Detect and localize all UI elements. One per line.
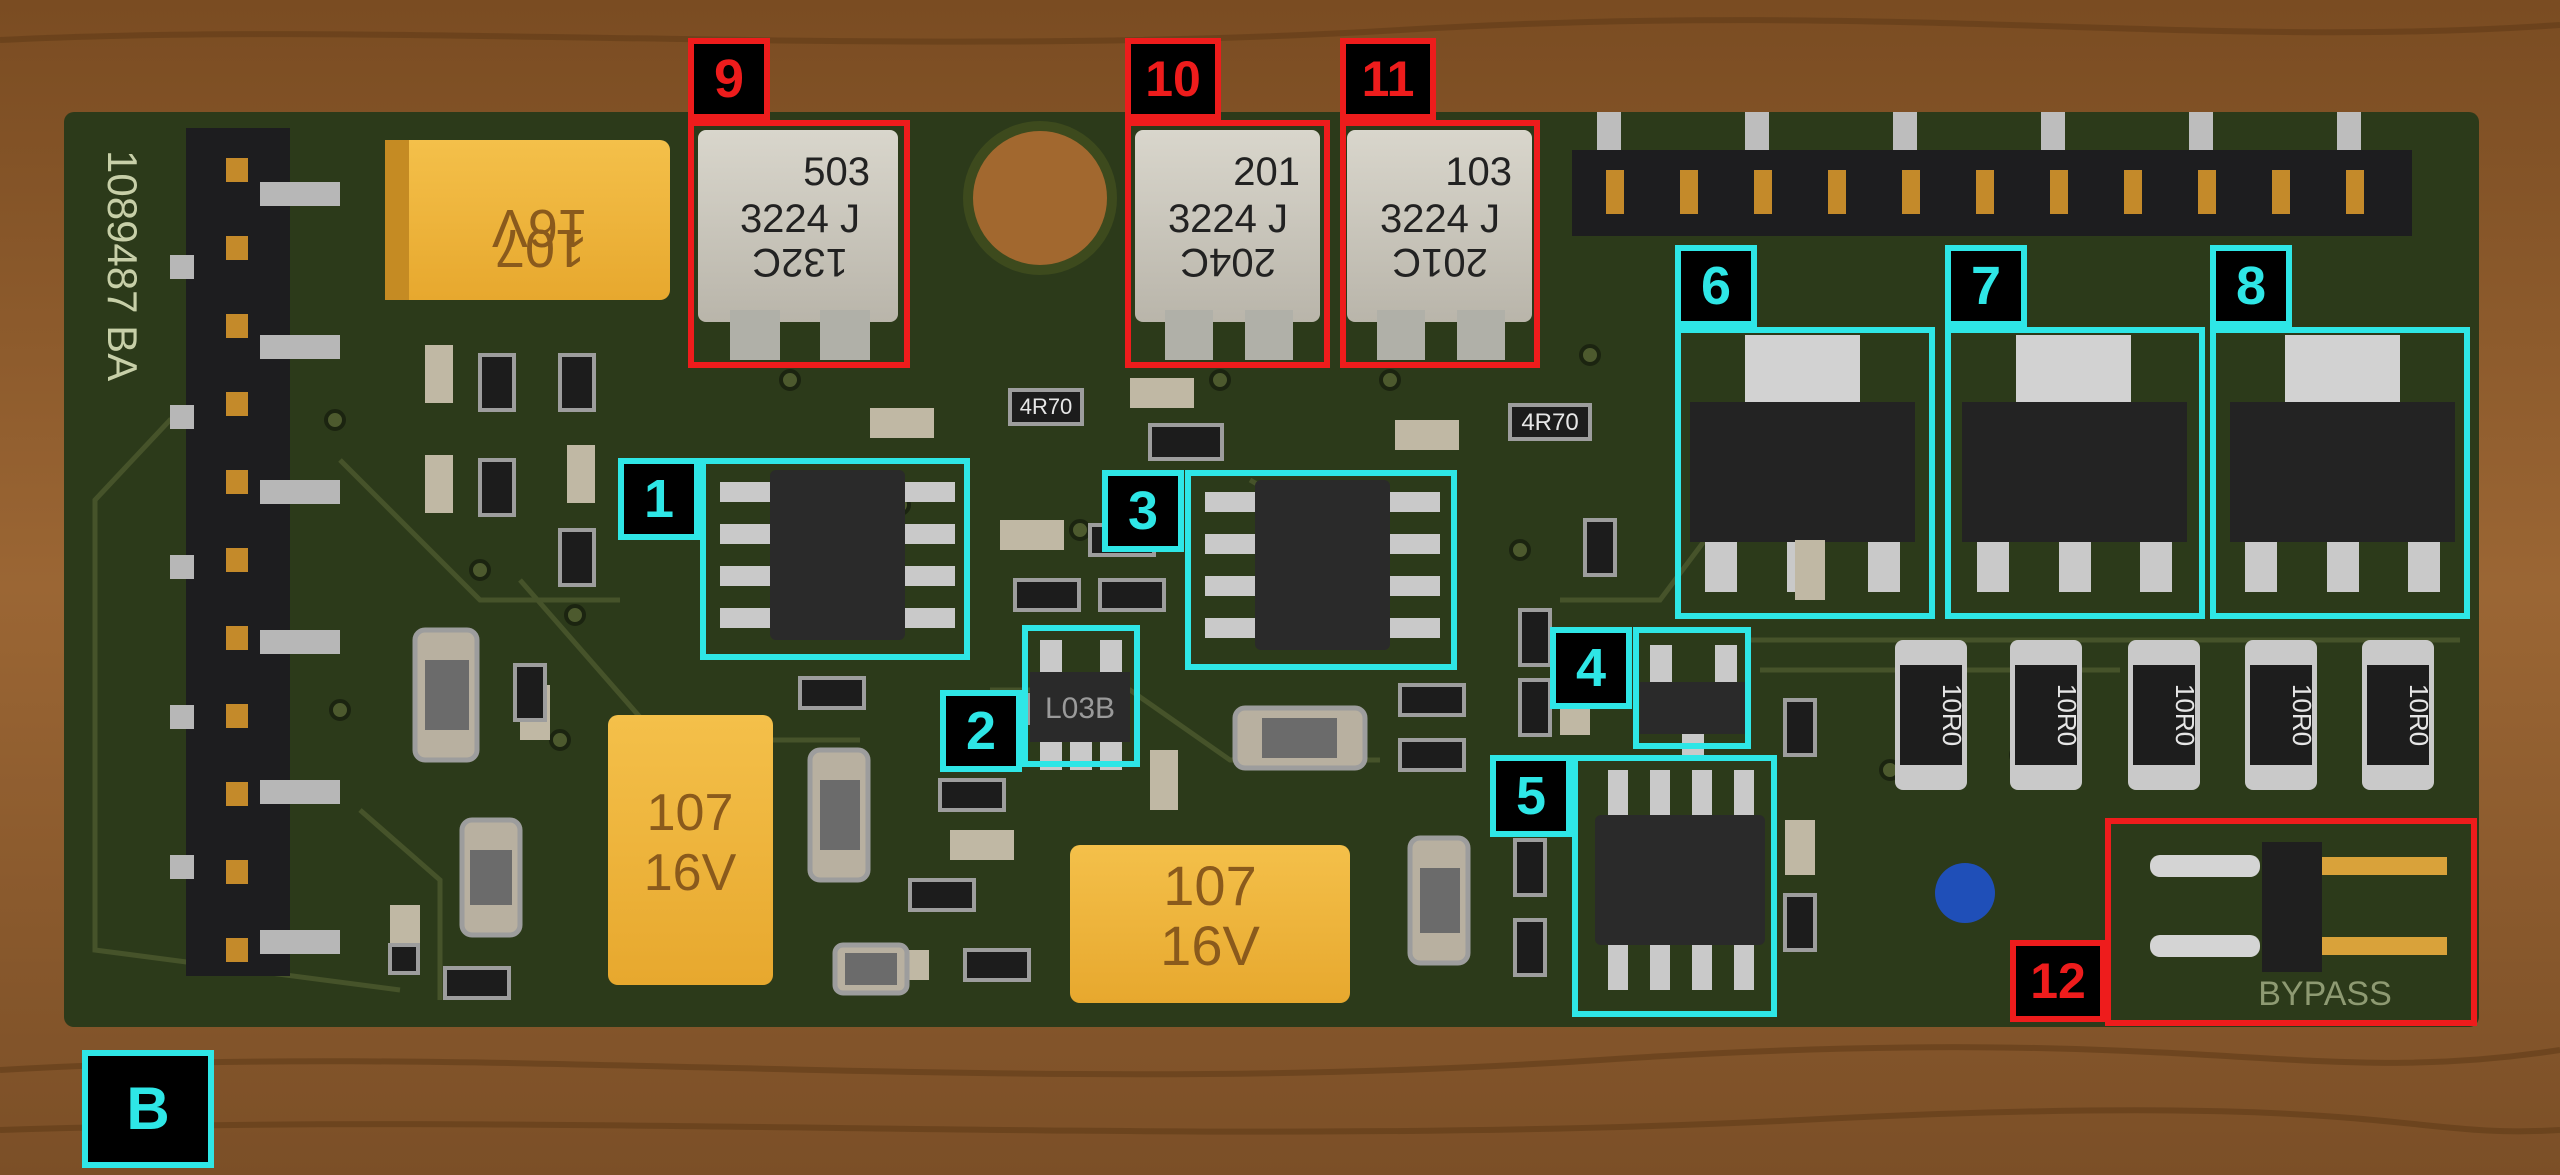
svg-text:201C: 201C bbox=[1392, 240, 1488, 284]
svg-text:10R0: 10R0 bbox=[2170, 684, 2200, 746]
annotation-label-5: 5 bbox=[1490, 755, 1572, 837]
annotation-box-12 bbox=[2105, 818, 2477, 1026]
annotation-label-3: 3 bbox=[1102, 470, 1184, 552]
tantalum-capacitor-top: 16V 107 bbox=[385, 140, 670, 300]
svg-text:107: 107 bbox=[495, 218, 585, 278]
annotation-label-7: 7 bbox=[1945, 245, 2027, 327]
svg-text:16V: 16V bbox=[492, 198, 588, 258]
svg-text:201: 201 bbox=[1233, 150, 1300, 194]
annotation-box-6 bbox=[1675, 327, 1935, 619]
annotation-label-2: 2 bbox=[940, 690, 1022, 772]
svg-text:3224 J: 3224 J bbox=[1168, 197, 1288, 241]
tantalum-capacitor-middle: 107 16V bbox=[608, 715, 773, 985]
svg-text:BYPASS: BYPASS bbox=[2258, 975, 2392, 1013]
tantalum-capacitor-bottom: 107 16V bbox=[1070, 845, 1350, 1003]
sot-transistor-4 bbox=[1640, 645, 1745, 756]
svg-text:3224 J: 3224 J bbox=[1380, 197, 1500, 241]
annotation-label-10: 10 bbox=[1125, 38, 1221, 120]
annotation-box-2 bbox=[1022, 625, 1140, 767]
voltage-regulator-6 bbox=[1690, 335, 1915, 592]
annotation-box-8 bbox=[2210, 327, 2470, 619]
annotation-label-6: 6 bbox=[1675, 245, 1757, 327]
svg-text:10R0: 10R0 bbox=[2052, 684, 2082, 746]
soic-chip-1 bbox=[720, 470, 955, 640]
annotation-box-3 bbox=[1185, 470, 1457, 670]
svg-text:4R70: 4R70 bbox=[1020, 394, 1073, 419]
svg-text:3224 J: 3224 J bbox=[740, 197, 860, 241]
annotation-box-11 bbox=[1340, 120, 1540, 368]
voltage-regulator-8 bbox=[2230, 335, 2455, 592]
voltage-regulator-7 bbox=[1962, 335, 2187, 592]
board-id-text: 1089487 BA bbox=[99, 150, 146, 381]
svg-text:10R0: 10R0 bbox=[2404, 684, 2434, 746]
inductor-9: 503 3224 J 132C bbox=[698, 130, 898, 360]
right-pin-header bbox=[1572, 112, 2412, 236]
svg-text:16V: 16V bbox=[644, 844, 737, 902]
annotation-label-12: 12 bbox=[2010, 940, 2106, 1022]
annotation-label-1: 1 bbox=[618, 458, 700, 540]
svg-text:107: 107 bbox=[1163, 854, 1256, 917]
annotation-label-9: 9 bbox=[688, 38, 770, 120]
annotation-box-1 bbox=[700, 458, 970, 660]
soic-chip-3 bbox=[1205, 480, 1440, 650]
svg-text:107: 107 bbox=[647, 784, 734, 842]
annotation-box-4 bbox=[1633, 627, 1751, 749]
svg-text:4R70: 4R70 bbox=[1521, 409, 1578, 436]
annotation-label-4: 4 bbox=[1550, 627, 1632, 709]
svg-text:10R0: 10R0 bbox=[2287, 684, 2317, 746]
svg-text:204C: 204C bbox=[1180, 240, 1276, 284]
annotation-box-9 bbox=[688, 120, 910, 368]
svg-text:503: 503 bbox=[803, 150, 870, 194]
bypass-jumper: BYPASS bbox=[2150, 842, 2447, 1013]
soic-chip-5 bbox=[1595, 770, 1765, 990]
svg-text:L03B: L03B bbox=[1045, 692, 1115, 725]
annotation-box-7 bbox=[1945, 327, 2205, 619]
svg-text:16V: 16V bbox=[1160, 914, 1260, 977]
inductor-11: 103 3224 J 201C bbox=[1347, 130, 1532, 360]
annotation-label-8: 8 bbox=[2210, 245, 2292, 327]
svg-text:103: 103 bbox=[1445, 150, 1512, 194]
annotation-label-b: B bbox=[82, 1050, 214, 1168]
power-resistor-row: 10R0 10R0 10R0 10R0 10R0 bbox=[1895, 640, 2434, 790]
inductor-10: 201 3224 J 204C bbox=[1135, 130, 1320, 360]
svg-text:10R0: 10R0 bbox=[1937, 684, 1967, 746]
annotation-box-10 bbox=[1125, 120, 1330, 368]
annotation-label-11: 11 bbox=[1340, 38, 1436, 120]
annotation-box-5 bbox=[1572, 755, 1777, 1017]
svg-text:132C: 132C bbox=[752, 240, 848, 284]
